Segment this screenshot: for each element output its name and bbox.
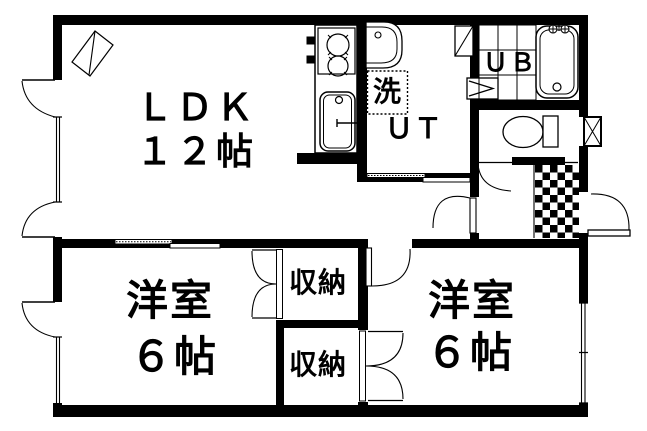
bedroom-left-size-label: ６帖 — [130, 333, 219, 380]
bedroom-right-door — [365, 247, 411, 287]
ldk-window — [21, 79, 62, 238]
unit-bath-label: ＵＢ — [483, 49, 538, 77]
bedroom-left-window — [21, 301, 62, 403]
toilet-window — [583, 116, 602, 147]
washbasin — [365, 21, 403, 69]
hall-door — [432, 195, 477, 234]
drain — [552, 82, 562, 92]
toilet-door — [477, 161, 512, 192]
diagonal-fixture — [71, 30, 114, 77]
bedroom-left-label: 洋室 — [126, 277, 215, 324]
bedroom-right-size-label: ６帖 — [426, 329, 515, 376]
laundry-label: 洗 — [373, 76, 402, 107]
ldk-label: ＬＤＫ — [136, 87, 256, 128]
bedroom-left-sliding-door — [114, 239, 221, 249]
toilet-fixture — [502, 115, 559, 149]
ut-sliding-door — [366, 173, 471, 183]
entrance-door — [587, 193, 631, 237]
exterior-walls — [53, 15, 588, 417]
burner-rear — [327, 55, 349, 77]
laundry-space — [366, 70, 409, 115]
stove-knob — [306, 55, 316, 64]
bedroom-right-label: 洋室 — [428, 277, 517, 324]
closet-lower-doors — [359, 330, 404, 402]
utility-label: ＵＴ — [385, 113, 444, 144]
closet-upper-doors — [251, 249, 283, 319]
stove — [317, 27, 356, 75]
bedroom-right-window — [579, 302, 588, 404]
kitchen-counter — [306, 24, 362, 154]
ldk-size-label: １２帖 — [136, 131, 256, 172]
bathtub — [535, 23, 579, 99]
faucet — [336, 119, 362, 127]
ut-shelf — [454, 25, 474, 57]
genkan-tile — [533, 165, 579, 238]
closet-lower-label: 収納 — [289, 349, 348, 380]
toilet-tank — [542, 115, 559, 148]
ub-folding-door — [466, 77, 499, 100]
closet-upper-label: 収納 — [289, 267, 348, 298]
stove-knob — [306, 36, 316, 45]
